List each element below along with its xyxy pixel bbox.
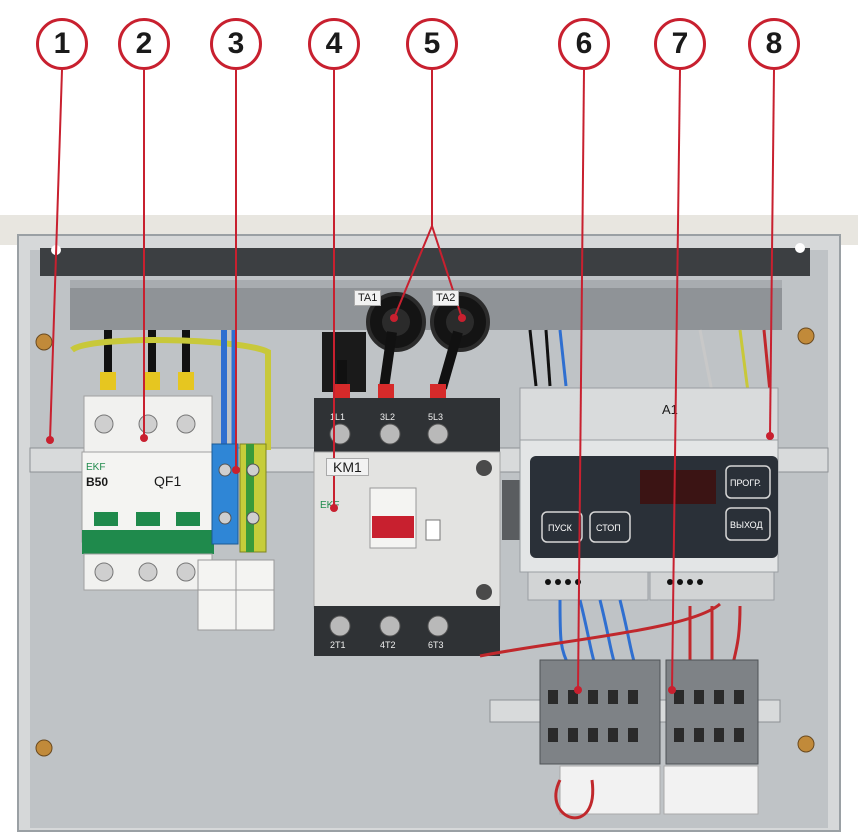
- prog-button-label: ПРОГР.: [730, 478, 761, 488]
- current-transformers: [322, 292, 490, 402]
- start-button-label: ПУСК: [548, 523, 573, 533]
- contactor: EKF 1L1 3L2 5L3 2T1 4T2 6T3: [313, 398, 501, 656]
- leader-dots: [46, 314, 774, 694]
- contactor-terminal-top-2: 3L2: [380, 412, 395, 422]
- callout-5: 5: [406, 18, 458, 70]
- callout-8: 8: [748, 18, 800, 70]
- screw-icon: [797, 327, 815, 345]
- callout-4: 4: [308, 18, 360, 70]
- exit-button-label: ВЫХОД: [730, 520, 763, 530]
- terminal-strip-right: [665, 659, 759, 765]
- stop-button[interactable]: [589, 511, 631, 543]
- terminal-strip-left: [539, 659, 661, 765]
- cable-duct: [70, 280, 782, 330]
- exit-button[interactable]: [725, 507, 771, 541]
- pump-controller: ПУСК СТОП ПРОГР. ВЫХОД A1: [519, 329, 779, 601]
- contactor-terminal-bottom-2: 4T2: [380, 640, 396, 650]
- contactor-terminal-bottom-3: 6T3: [428, 640, 444, 650]
- breaker-rating: B50: [86, 475, 108, 489]
- tag-ta1: TA1: [354, 290, 382, 306]
- breaker-brand: EKF: [86, 462, 105, 473]
- terminal-block-neutral-ground: [211, 443, 267, 553]
- contactor-terminal-top-3: 5L3: [428, 412, 443, 422]
- screw-icon: [797, 735, 815, 753]
- contactor-terminal-bottom-1: 2T1: [330, 640, 346, 650]
- callout-6: 6: [558, 18, 610, 70]
- contactor-brand: EKF: [320, 500, 339, 511]
- callout-1: 1: [36, 18, 88, 70]
- leader-lines: [49, 69, 775, 691]
- tag-km1: KM1: [326, 458, 369, 476]
- prog-button[interactable]: [725, 465, 771, 499]
- circuit-breaker: EKF B50 QF1: [81, 395, 215, 591]
- start-button[interactable]: [541, 511, 583, 543]
- controller-label-a1: A1: [662, 402, 678, 417]
- contactor-terminal-top-1: 1L1: [330, 412, 345, 422]
- callout-3: 3: [210, 18, 262, 70]
- breaker-label-qf1: QF1: [154, 473, 181, 489]
- screw-icon: [35, 739, 53, 757]
- screw-icon: [35, 333, 53, 351]
- stop-button-label: СТОП: [596, 523, 621, 533]
- tag-ta2: TA2: [432, 290, 460, 306]
- callout-2: 2: [118, 18, 170, 70]
- callout-7: 7: [654, 18, 706, 70]
